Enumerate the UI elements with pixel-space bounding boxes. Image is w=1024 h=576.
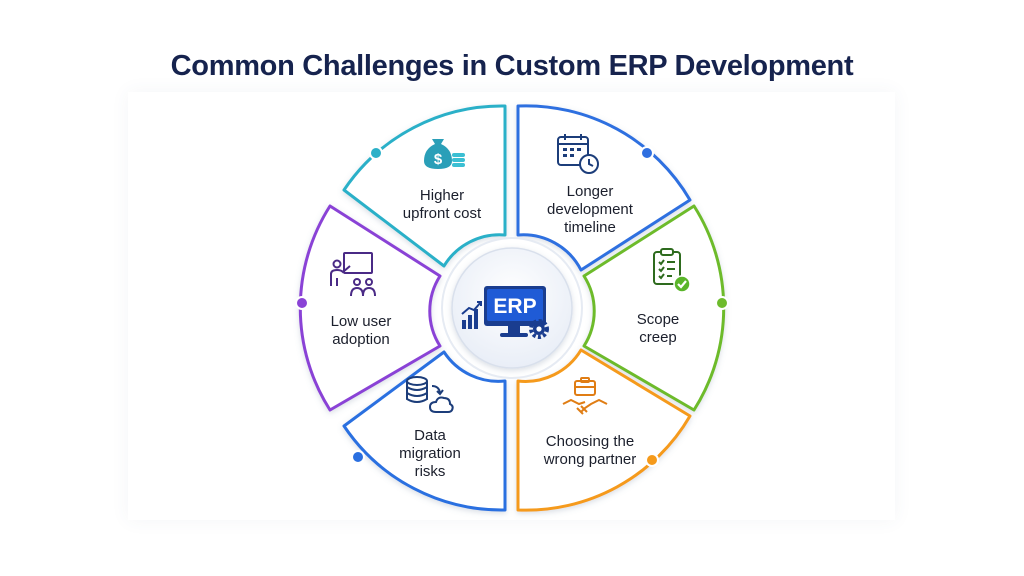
center-hub: ERP	[441, 237, 583, 379]
money-bag-icon: $	[424, 139, 465, 169]
segment-partner	[516, 348, 692, 512]
checklist-icon	[653, 248, 691, 293]
segment-scope	[582, 204, 729, 412]
svg-text:$: $	[434, 151, 443, 168]
segment-timeline-dot	[640, 146, 654, 160]
segment-partner-dot	[645, 453, 659, 467]
segment-adoption-shape	[298, 204, 442, 412]
segment-scope-shape	[582, 204, 726, 412]
segment-cost: $	[342, 104, 507, 268]
segment-adoption	[295, 204, 442, 412]
handshake-icon	[562, 377, 608, 415]
database-cloud-icon	[406, 376, 454, 413]
presentation-icon	[330, 252, 376, 297]
segment-adoption-dot	[295, 296, 309, 310]
growth-chart-icon	[461, 301, 482, 329]
segment-scope-label: Scope creep	[636, 311, 680, 346]
page-title: Common Challenges in Custom ERP Developm…	[170, 50, 854, 82]
segment-timeline-label: Longer development timeline	[547, 183, 633, 236]
gear-icon	[529, 319, 549, 339]
calendar-clock-icon	[557, 134, 599, 174]
segment-partner-label: Choosing the wrong partner	[543, 433, 637, 468]
segment-migration	[342, 350, 507, 512]
center-erp-label: ERP	[493, 295, 536, 318]
segment-timeline	[516, 104, 692, 272]
segment-adoption-label: Low user adoption	[330, 313, 392, 348]
segment-migration-shape	[342, 350, 507, 512]
segment-timeline-shape	[516, 104, 692, 272]
segment-migration-dot	[351, 450, 365, 464]
segment-cost-shape	[342, 104, 507, 268]
segment-cost-label: Higher upfront cost	[402, 187, 482, 222]
segment-scope-dot	[715, 296, 729, 310]
monitor-icon	[484, 286, 546, 337]
segment-cost-dot	[369, 146, 383, 160]
segment-migration-label: Data migration risks	[399, 427, 461, 480]
